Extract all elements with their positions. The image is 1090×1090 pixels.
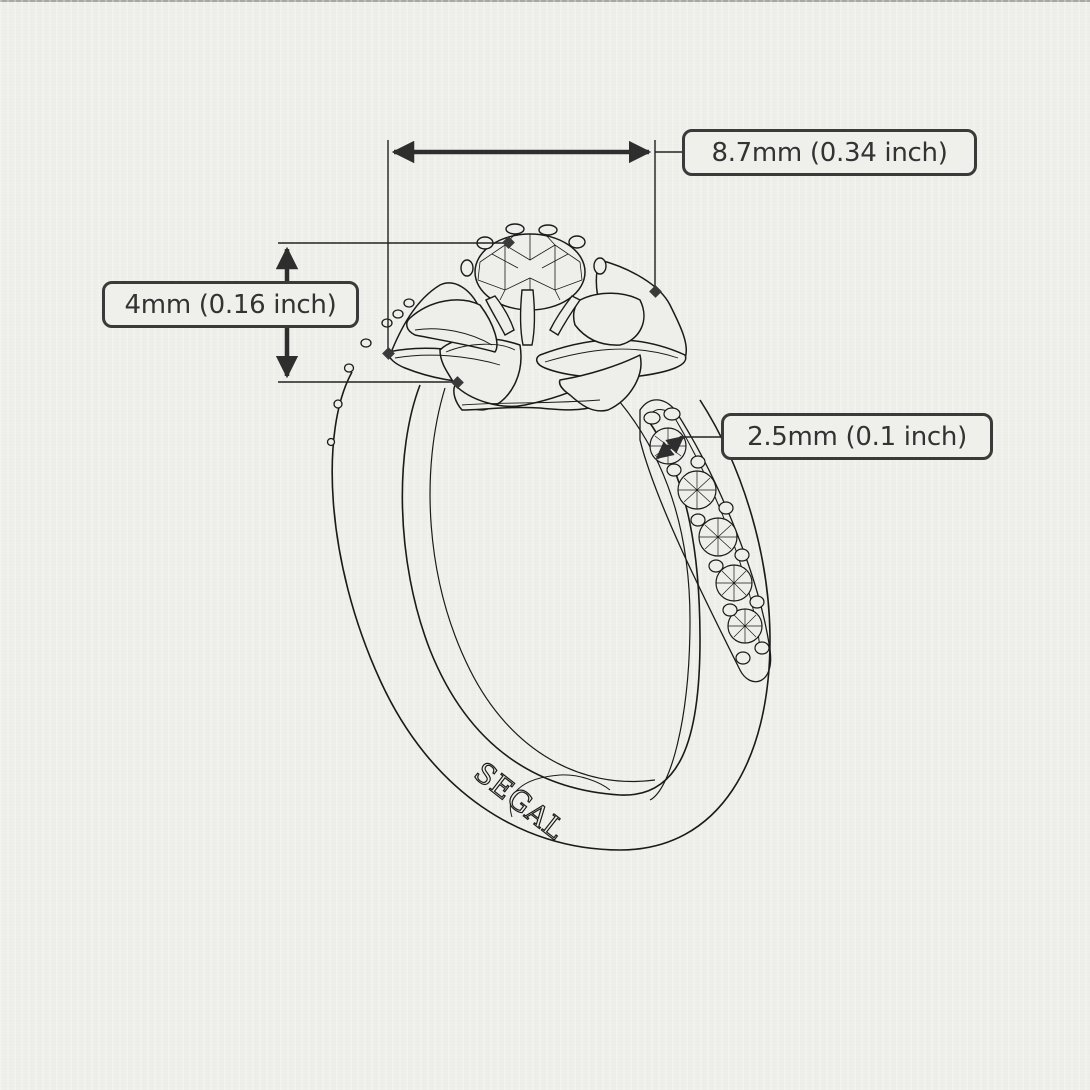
side-stone-diameter-label: 2.5mm (0.1 inch): [721, 413, 993, 460]
ring-band: [331, 371, 771, 851]
stone-arrow: [655, 435, 685, 460]
dimension-arrows: [275, 140, 685, 460]
top-border-rule: [0, 0, 1090, 2]
band-front-thickness: [599, 379, 691, 801]
band-inner-edge: [401, 384, 701, 796]
dimension-lines: [278, 140, 721, 438]
petal-front-right: [558, 354, 642, 412]
head-height-label: 4mm (0.16 inch): [102, 281, 359, 328]
band-inner-wall: [429, 387, 656, 783]
shoulder-beads-left: [326, 298, 415, 447]
petal-edge-lines: [394, 328, 679, 406]
petal-inner-right: [572, 292, 645, 346]
head-width-label: 8.7mm (0.34 inch): [682, 129, 977, 176]
band-outer-edge: [331, 371, 771, 851]
pave-prongs: [643, 407, 770, 665]
petal-inner-left: [405, 299, 498, 353]
band-seam: [509, 774, 611, 818]
flower-head: [387, 259, 687, 412]
